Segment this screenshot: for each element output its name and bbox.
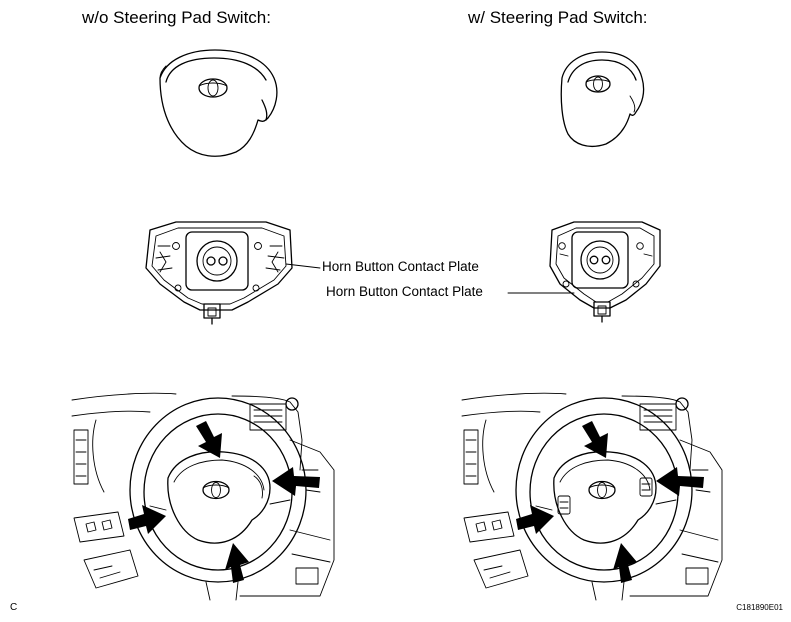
arrow-left-icon — [656, 467, 704, 496]
arrows-without-switch — [128, 421, 320, 583]
title-with-steering-pad-switch: w/ Steering Pad Switch: — [468, 8, 648, 27]
figure-code: C181890E01 — [736, 603, 783, 612]
steering-pad-front-with-switch — [560, 51, 645, 148]
arrow-left-icon — [272, 467, 320, 496]
arrow-up-icon — [613, 543, 637, 583]
callout-horn-button-contact-plate-left: Horn Button Contact Plate — [322, 259, 479, 274]
arrow-right-icon — [516, 505, 554, 534]
steering-pad-back-with-switch — [507, 221, 661, 323]
arrow-right-icon — [128, 505, 166, 534]
steering-pad-back-without-switch — [145, 221, 321, 325]
arrows-with-switch — [516, 421, 704, 583]
footer-left-mark: C — [10, 602, 18, 613]
steering-wheel-installation-without-switch — [71, 392, 335, 601]
steering-pad-front-without-switch — [159, 49, 278, 157]
arrow-down-icon — [196, 421, 222, 458]
title-without-steering-pad-switch: w/o Steering Pad Switch: — [82, 8, 271, 27]
arrow-up-icon — [225, 543, 249, 583]
callout-horn-button-contact-plate-right: Horn Button Contact Plate — [326, 284, 483, 299]
steering-wheel-installation-with-switch — [461, 392, 723, 601]
arrow-down-icon — [582, 421, 608, 458]
